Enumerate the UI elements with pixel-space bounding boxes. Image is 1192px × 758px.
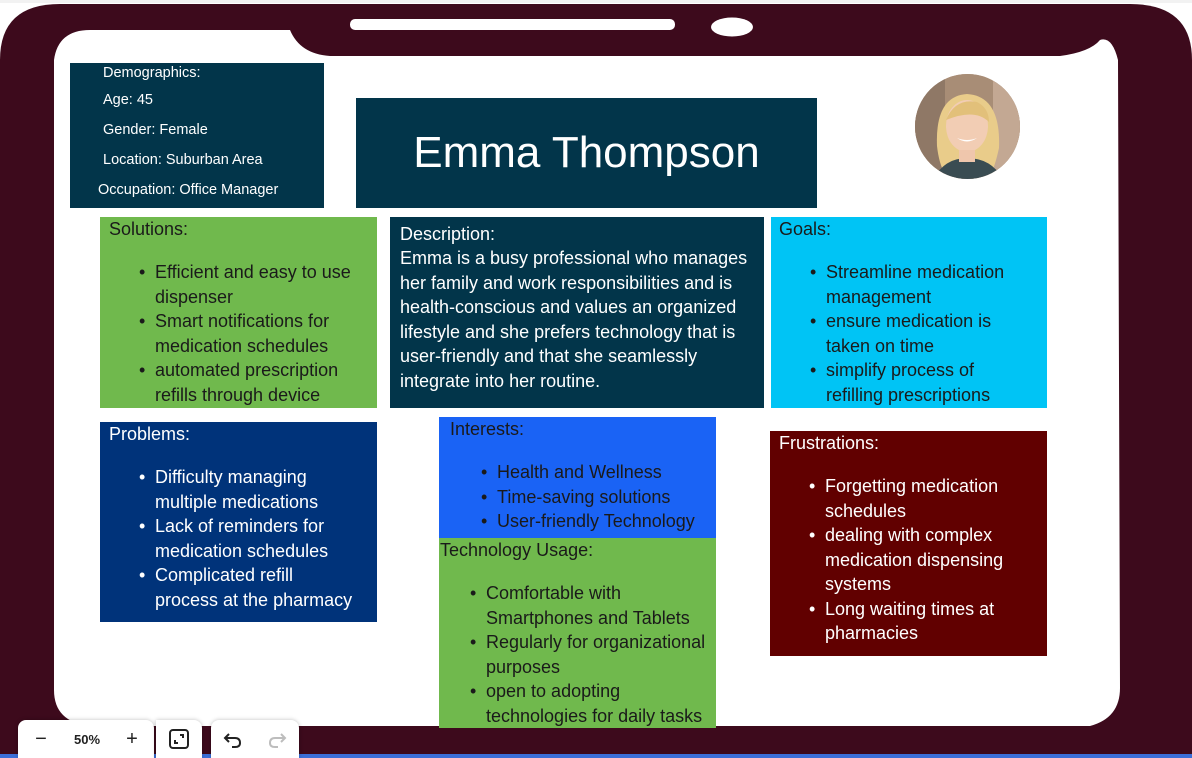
description-line: user-friendly and that she seamlessly [400, 346, 698, 366]
goals-heading: Goals: [779, 219, 832, 239]
interests-list: Health and Wellness Time-saving solution… [475, 460, 695, 534]
persona-name: Emma Thompson [413, 128, 760, 177]
technology-usage-heading: Technology Usage: [440, 540, 594, 560]
interests-card[interactable]: Interests: Health and Wellness Time-savi… [439, 417, 716, 538]
undo-icon [223, 733, 242, 748]
interests-item: Health and Wellness [481, 460, 695, 485]
description-line: her family and work responsibilities and… [400, 272, 733, 293]
description-line: health-conscious and values an organized [400, 297, 737, 317]
description-card[interactable]: Description: Emma is a busy professional… [390, 217, 764, 408]
zoom-in-button[interactable]: + [126, 727, 138, 750]
technology-usage-card[interactable]: Technology Usage: Comfortable withSmartp… [439, 538, 716, 728]
frustrations-heading: Frustrations: [779, 433, 880, 453]
problems-heading: Problems: [109, 424, 191, 444]
demographics-occupation: Occupation: Office Manager [98, 182, 279, 198]
zoom-level-display[interactable]: 50% [73, 731, 101, 747]
demographics-heading: Demographics: [103, 65, 201, 81]
canvas-top-edge [0, 0, 1192, 3]
demographics-gender: Gender: Female [103, 122, 208, 138]
solutions-heading: Solutions: [109, 219, 189, 239]
interests-heading: Interests: [450, 419, 525, 439]
fit-to-screen-icon [169, 729, 189, 749]
frustrations-card[interactable]: Frustrations: Forgetting medicationsched… [770, 431, 1047, 656]
demographics-location: Location: Suburban Area [103, 152, 263, 168]
demographics-card[interactable]: Demographics: Age: 45 Gender: Female Loc… [70, 63, 324, 208]
history-toolbar [211, 720, 299, 758]
solutions-card[interactable]: Solutions: Efficient and easy to usedisp… [100, 217, 377, 408]
avatar[interactable] [915, 74, 1020, 179]
description-line: integrate into her routine. [400, 370, 601, 391]
demographics-age: Age: 45 [103, 92, 153, 108]
redo-button[interactable] [255, 720, 299, 758]
persona-name-banner[interactable]: Emma Thompson [356, 98, 817, 208]
undo-button[interactable] [211, 720, 255, 758]
zoom-toolbar: − 50% + [18, 720, 154, 758]
description-line: lifestyle and she prefers technology tha… [400, 321, 736, 342]
description-heading: Description: [400, 224, 496, 244]
description-line: Emma is a busy professional who manages [400, 248, 748, 268]
fit-to-screen-button[interactable] [156, 720, 202, 758]
avatar-photo-icon [915, 74, 1020, 179]
interests-item: Time-saving solutions [481, 485, 695, 510]
zoom-out-button[interactable]: − [35, 727, 47, 750]
interests-item: User-friendly Technology [481, 509, 695, 534]
fit-toolbar [156, 720, 202, 758]
redo-icon [268, 733, 287, 748]
